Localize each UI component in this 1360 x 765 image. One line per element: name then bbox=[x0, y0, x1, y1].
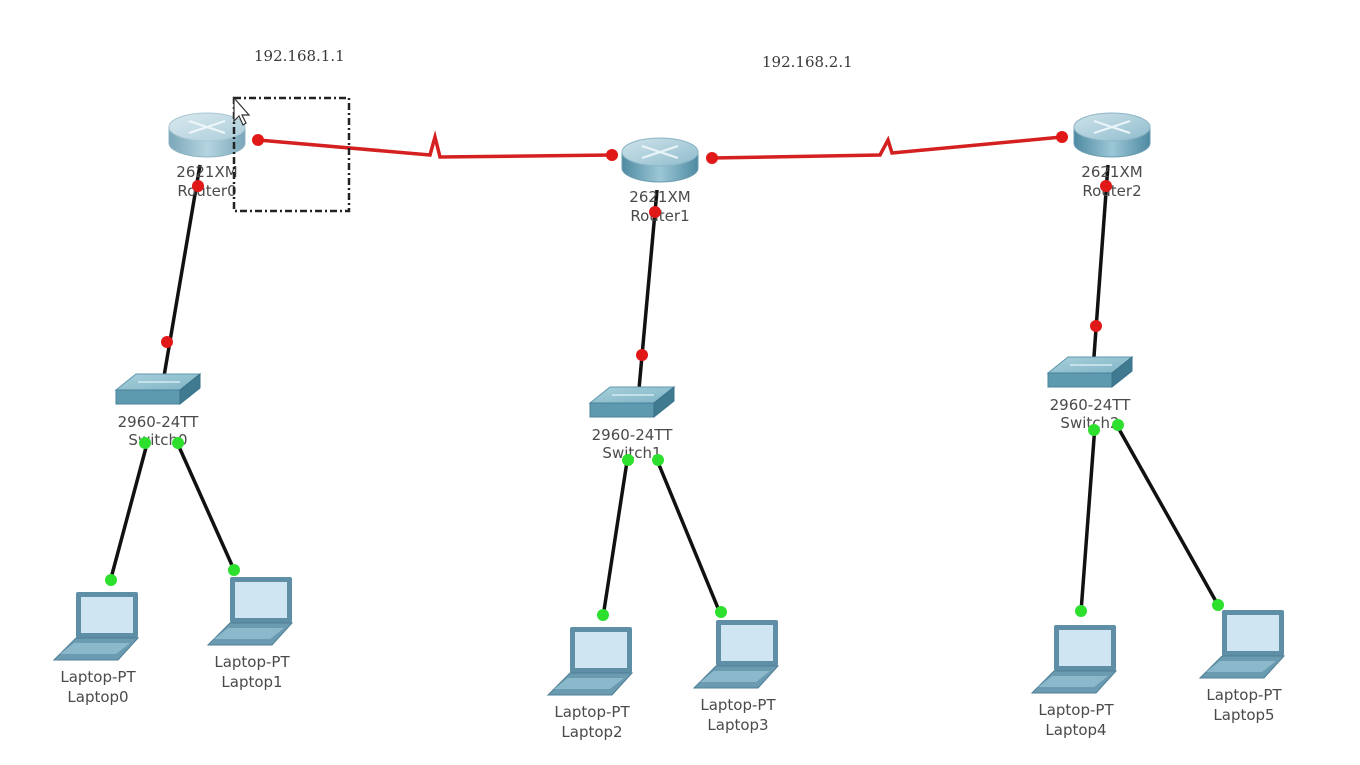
link-router2-switch2[interactable] bbox=[1091, 164, 1110, 371]
laptop-laptop0[interactable]: Laptop-PT Laptop0 bbox=[52, 592, 140, 706]
laptop-icon bbox=[52, 592, 140, 661]
link-light-red bbox=[1056, 131, 1068, 143]
router-icon bbox=[1073, 112, 1151, 158]
laptop-icon bbox=[1030, 625, 1118, 694]
switch-name-label: Switch1 bbox=[602, 444, 661, 462]
router-model-label: 2621XM bbox=[629, 188, 690, 206]
link-light-green bbox=[228, 564, 240, 576]
link-light-red bbox=[1090, 320, 1102, 332]
laptop-laptop3[interactable]: Laptop-PT Laptop3 bbox=[692, 620, 780, 734]
link-light-red bbox=[1100, 180, 1112, 192]
link-light-green bbox=[1112, 419, 1124, 431]
link-lights-layer bbox=[105, 131, 1224, 621]
switch-model-label: 2960-24TT bbox=[592, 426, 674, 444]
link-light-green bbox=[715, 606, 727, 618]
router-model-label: 2621XM bbox=[1081, 163, 1142, 181]
link-light-green bbox=[597, 609, 609, 621]
link-light-red bbox=[606, 149, 618, 161]
laptop-name-label: Laptop5 bbox=[1213, 706, 1274, 724]
laptop-name-label: Laptop3 bbox=[707, 716, 768, 734]
switch-icon bbox=[114, 372, 202, 406]
laptop-model-label: Laptop-PT bbox=[1206, 686, 1282, 704]
note-ip-router0[interactable]: 192.168.1.1 bbox=[254, 47, 345, 65]
router-model-label: 2621XM bbox=[176, 163, 237, 181]
link-light-green bbox=[105, 574, 117, 586]
link-router1-router2[interactable] bbox=[711, 135, 1063, 160]
laptop-model-label: Laptop-PT bbox=[1038, 701, 1114, 719]
laptop-name-label: Laptop0 bbox=[67, 688, 128, 706]
switch-model-label: 2960-24TT bbox=[1050, 396, 1132, 414]
laptop-model-label: Laptop-PT bbox=[554, 703, 630, 721]
link-switch2-laptop4[interactable] bbox=[1079, 424, 1097, 613]
link-light-green bbox=[652, 454, 664, 466]
link-switch1-laptop2[interactable] bbox=[601, 454, 630, 618]
switch-icon bbox=[1046, 355, 1134, 389]
link-light-green bbox=[1088, 424, 1100, 436]
router-name-label: Router0 bbox=[177, 182, 236, 200]
laptop-icon bbox=[206, 577, 294, 646]
laptop-laptop5[interactable]: Laptop-PT Laptop5 bbox=[1198, 610, 1286, 724]
link-router1-switch1[interactable] bbox=[636, 189, 659, 401]
link-light-green bbox=[1212, 599, 1224, 611]
mouse-cursor-icon bbox=[233, 96, 251, 126]
laptop-name-label: Laptop2 bbox=[561, 723, 622, 741]
link-light-green bbox=[622, 454, 634, 466]
link-switch0-laptop0[interactable] bbox=[108, 439, 150, 583]
link-router0-router1[interactable] bbox=[257, 130, 613, 159]
link-light-red bbox=[636, 349, 648, 361]
switch-model-label: 2960-24TT bbox=[118, 413, 200, 431]
links-layer bbox=[108, 130, 1220, 618]
laptop-model-label: Laptop-PT bbox=[60, 668, 136, 686]
link-light-red bbox=[252, 134, 264, 146]
note-ip-router1[interactable]: 192.168.2.1 bbox=[762, 53, 853, 71]
laptop-icon bbox=[692, 620, 780, 689]
laptop-icon bbox=[546, 627, 634, 696]
switch-icon bbox=[588, 385, 676, 419]
router-name-label: Router2 bbox=[1082, 182, 1141, 200]
laptop-name-label: Laptop1 bbox=[221, 673, 282, 691]
laptop-model-label: Laptop-PT bbox=[700, 696, 776, 714]
router-icon bbox=[621, 137, 699, 183]
link-switch2-laptop5[interactable] bbox=[1113, 421, 1220, 606]
link-light-green bbox=[139, 437, 151, 449]
selection-marquee bbox=[232, 96, 351, 213]
link-router0-switch0[interactable] bbox=[160, 164, 202, 389]
laptop-name-label: Laptop4 bbox=[1045, 721, 1106, 739]
link-light-green bbox=[1075, 605, 1087, 617]
link-light-red bbox=[649, 206, 661, 218]
link-switch1-laptop3[interactable] bbox=[653, 454, 722, 614]
laptop-model-label: Laptop-PT bbox=[214, 653, 290, 671]
switch-name-label: Switch2 bbox=[1060, 414, 1119, 432]
link-switch0-laptop1[interactable] bbox=[174, 439, 237, 573]
router-name-label: Router1 bbox=[630, 207, 689, 225]
laptop-laptop1[interactable]: Laptop-PT Laptop1 bbox=[206, 577, 294, 691]
link-light-green bbox=[172, 437, 184, 449]
laptop-icon bbox=[1198, 610, 1286, 679]
link-light-red bbox=[706, 152, 718, 164]
link-light-red bbox=[161, 336, 173, 348]
laptop-laptop2[interactable]: Laptop-PT Laptop2 bbox=[546, 627, 634, 741]
laptop-laptop4[interactable]: Laptop-PT Laptop4 bbox=[1030, 625, 1118, 739]
router-icon bbox=[168, 112, 246, 158]
link-light-red bbox=[192, 180, 204, 192]
